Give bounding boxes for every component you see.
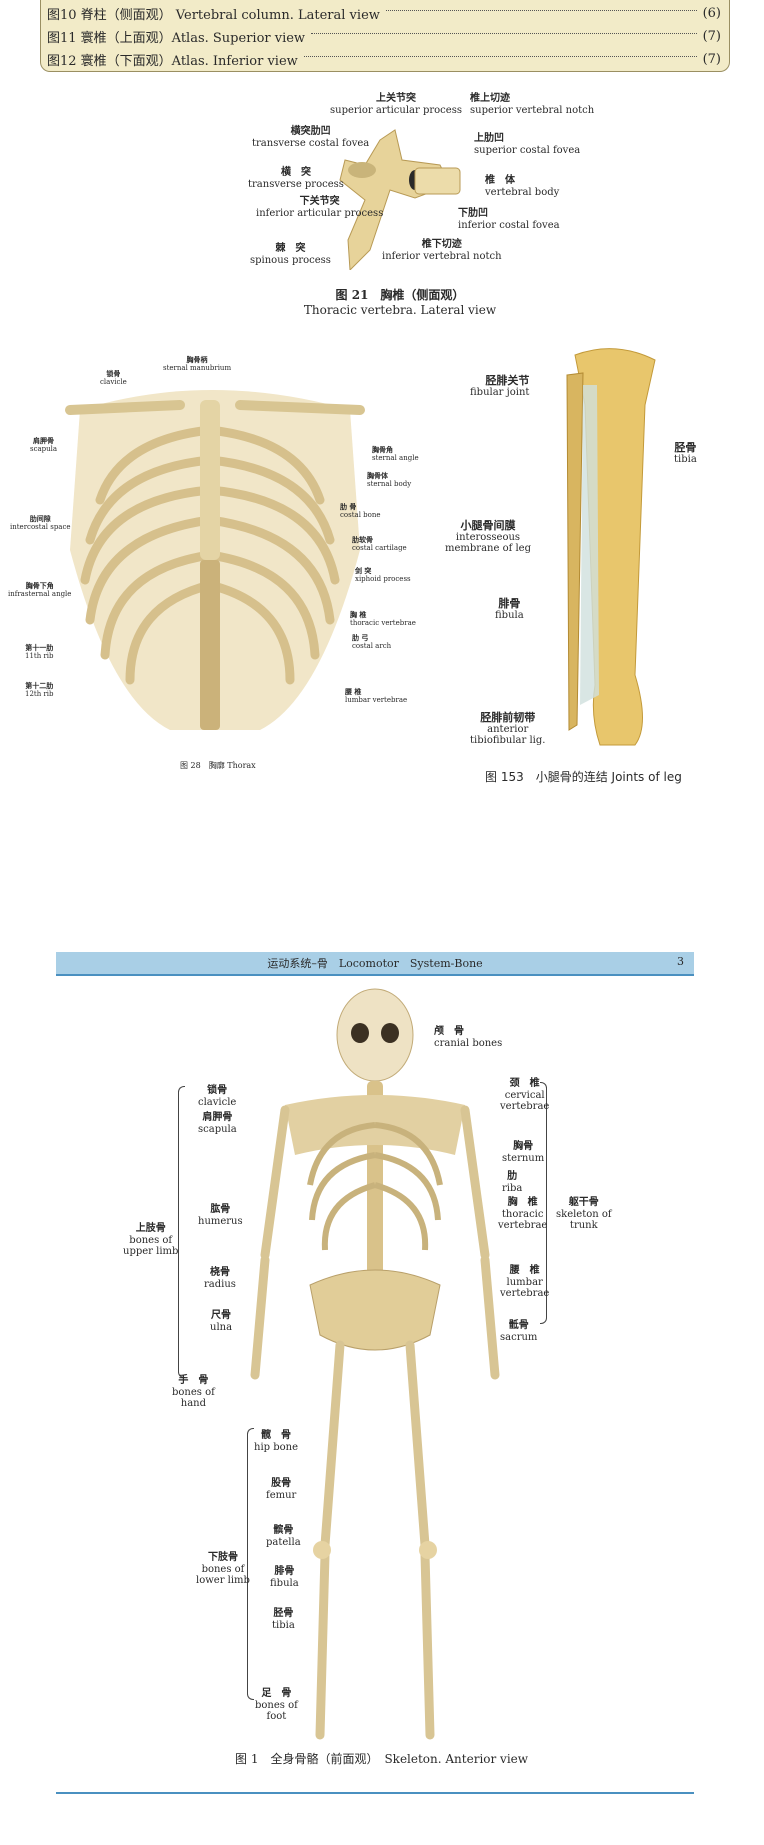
upper-limb-bracket	[178, 1086, 185, 1378]
page-footer-line	[56, 1792, 694, 1794]
toc-box: 图10 脊柱（侧面观） Vertebral column. Lateral vi…	[40, 0, 730, 72]
toc-page: (7)	[702, 28, 721, 44]
toc-item[interactable]: 图12 寰椎（下面观）Atlas. Inferior view (7)	[47, 48, 721, 70]
page-number: 3	[677, 955, 684, 968]
toc-title: 图11 寰椎（上面观）Atlas. Superior view	[47, 30, 306, 46]
fig21-caption: 图 21 胸椎（侧面观）Thoracic vertebra. Lateral v…	[303, 288, 497, 317]
page-header-band: 运动系统–骨 Locomotor System-Bone 3	[56, 952, 694, 976]
thoracic-vertebra-illustration	[339, 129, 461, 270]
full-skeleton-illustration	[250, 988, 500, 1740]
thorax-illustration	[60, 370, 370, 750]
fig28-caption: 图 28 胸廓 Thorax	[180, 761, 256, 770]
fig153-caption: 图 153 小腿骨的连结 Joints of leg	[485, 770, 682, 784]
fig1-caption: 图 1 全身骨骼（前面观） Skeleton. Anterior view	[235, 1752, 529, 1766]
toc-page: (7)	[702, 51, 721, 67]
toc-item[interactable]: 图11 寰椎（上面观）Atlas. Superior view (7)	[47, 25, 721, 47]
lower-limb-bracket	[247, 1428, 254, 1700]
toc-leader	[311, 32, 697, 34]
leg-bones-illustration	[566, 348, 656, 746]
page-header-title: 运动系统–骨 Locomotor System-Bone	[267, 957, 483, 970]
toc-title: 图12 寰椎（下面观）Atlas. Inferior view	[47, 53, 298, 69]
toc-leader	[303, 55, 697, 57]
toc-title: 图10 脊柱（侧面观） Vertebral column. Lateral vi…	[47, 7, 380, 23]
toc-leader	[385, 9, 697, 11]
toc-item[interactable]: 图10 脊柱（侧面观） Vertebral column. Lateral vi…	[47, 2, 721, 24]
toc-page: (6)	[702, 5, 721, 21]
